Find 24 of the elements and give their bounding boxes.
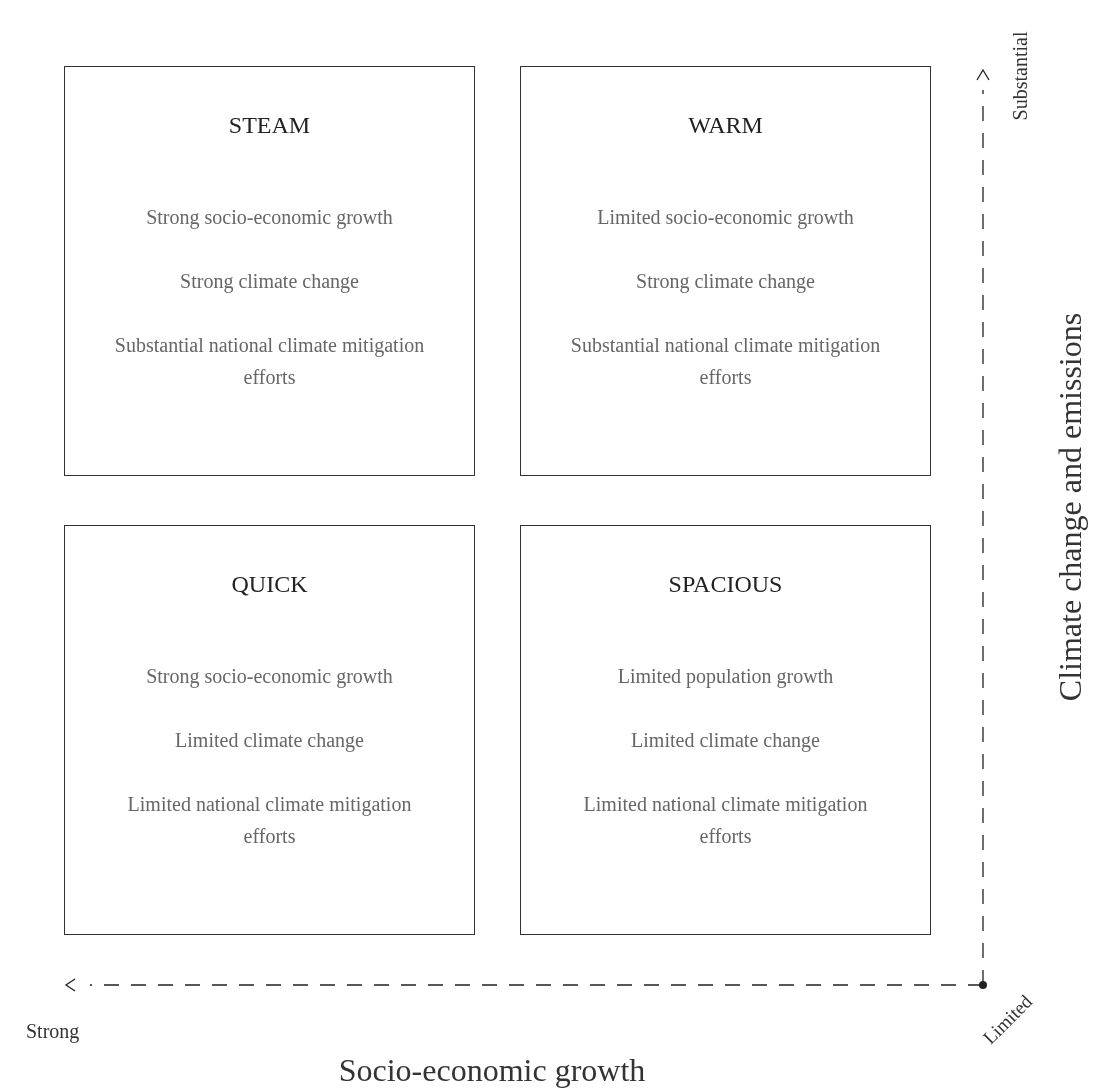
scenario-description: Substantial national climate mitigation efforts (113, 333, 426, 390)
scenario-description: Strong climate change (180, 269, 359, 295)
scenario-description: Substantial national climate mitigation efforts (569, 333, 882, 390)
axis-label: Climate change and emissions (1051, 312, 1089, 702)
scenario-title: QUICK (231, 570, 308, 599)
axis-label: Socio-economic growth (338, 1051, 646, 1090)
scenario-description: Limited population growth (617, 664, 834, 690)
scenario-description: Limited national climate mitigation efforts (126, 792, 413, 849)
scenario-description: Strong socio-economic growth (146, 664, 393, 690)
scenario-box (64, 66, 475, 476)
scenario-box (520, 525, 931, 935)
scenario-title: SPACIOUS (668, 570, 783, 599)
axis-label: Substantial (1008, 30, 1032, 123)
scenario-box (64, 525, 475, 935)
scenario-description: Strong climate change (636, 269, 815, 295)
scenario-description: Limited national climate mitigation efforts (582, 792, 869, 849)
scenario-title: WARM (688, 111, 763, 140)
scenario-description: Strong socio-economic growth (146, 205, 393, 231)
scenario-description: Limited climate change (631, 728, 820, 754)
scenario-description: Limited climate change (175, 728, 364, 754)
scenario-box (520, 66, 931, 476)
scenario-description: Limited socio-economic growth (597, 205, 854, 231)
axis-label: Strong (26, 1019, 80, 1045)
scenario-title: STEAM (228, 111, 311, 140)
